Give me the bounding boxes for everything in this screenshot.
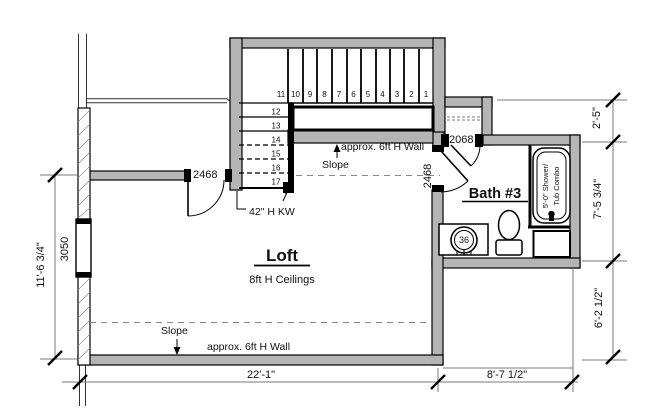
stair-number: 4	[380, 90, 385, 99]
linen-cabinet	[532, 230, 571, 258]
stair-number: 10	[291, 90, 300, 99]
window-3050	[75, 218, 92, 278]
walls	[77, 37, 581, 366]
bath-door-label: 2468	[422, 164, 434, 188]
stair-top-wall	[229, 37, 446, 49]
tub-faucet-icon	[548, 210, 555, 218]
stair-number: 12	[272, 108, 281, 117]
slope-top-label: Slope	[322, 159, 349, 171]
loft-entry-door	[187, 179, 225, 217]
toilet	[495, 209, 523, 256]
closet-shelf	[447, 116, 480, 121]
stair-number: 6	[351, 90, 356, 99]
stair-number: 13	[272, 122, 281, 131]
bath-door	[440, 150, 469, 193]
vanity-sink: 36	[438, 223, 489, 256]
stair-number: 15	[272, 150, 281, 159]
slope-marks	[90, 144, 440, 355]
doors	[187, 144, 481, 217]
upper-run-treads	[287, 49, 420, 103]
stair-number: 16	[272, 164, 281, 173]
bath-fixtures: 5'-0" Shower/ Tub Combo 36	[438, 145, 571, 258]
wall-hatch	[77, 109, 91, 361]
left-exterior-wall	[77, 107, 91, 366]
slope-bottom-label: Slope	[161, 325, 188, 337]
bath-title: Bath #3	[469, 186, 521, 202]
loft-bottom-wall	[77, 354, 444, 366]
knee-wall-label: 42" H KW	[249, 206, 295, 218]
window-label: 3050	[59, 237, 71, 261]
closet-door-label: 2068	[449, 134, 473, 146]
stair-number: 7	[337, 90, 342, 99]
stair-left-wall	[229, 37, 243, 191]
right-exterior-wall	[569, 134, 581, 269]
wall-top-label: approx. 6ft H Wall	[341, 141, 424, 153]
dim-right-mid: 7'-5 3/4"	[592, 179, 604, 219]
stair-number: 9	[308, 90, 313, 99]
tub-label-line1: 5'-0" Shower/	[541, 163, 550, 208]
stair-number: 2	[409, 90, 414, 99]
vanity-size-label: 36	[459, 235, 469, 245]
wall-bottom-label: approx. 6ft H Wall	[207, 341, 290, 353]
loft-title: Loft	[266, 246, 298, 265]
lower-run-treads	[239, 102, 294, 189]
bathtub: 5'-0" Shower/ Tub Combo	[532, 147, 571, 224]
knee-wall-leader	[236, 183, 293, 210]
closet-door	[450, 144, 481, 167]
stair-number: 14	[272, 136, 281, 145]
stair-number: 11	[277, 90, 286, 99]
slope-bottom-arrow-icon	[173, 339, 181, 355]
stair-number: 3	[395, 90, 400, 99]
dim-right-bottom: 6'-2 1/2"	[593, 288, 605, 328]
dim-bottom-left: 22'-1"	[247, 369, 275, 381]
bath-bottom-wall	[431, 257, 581, 269]
loft-entry-wall	[87, 170, 186, 181]
stairs: 11 10 9 8 7 6 5 4 3 2 1 12 13 14 15 16 1…	[239, 49, 435, 190]
dim-bottom-right: 8'-7 1/2"	[487, 369, 527, 381]
wall-top-arrow-icon	[333, 144, 341, 158]
stair-open-shaft	[291, 105, 435, 132]
loft-subtitle: 8ft H Ceilings	[249, 274, 315, 286]
stair-right-wall	[432, 37, 446, 146]
loft-door-label: 2468	[193, 169, 217, 181]
stair-knee-wall	[288, 103, 294, 190]
bath-top-wall	[482, 134, 581, 146]
tub-label-line2: Tub Combo	[552, 167, 561, 206]
dimension-ticks	[47, 92, 621, 390]
dim-left: 11'-6 3/4"	[35, 242, 47, 288]
loft-right-wall	[431, 189, 444, 366]
stair-number: 8	[322, 90, 327, 99]
stair-number: 17	[272, 178, 281, 187]
stair-numbers: 11 10 9 8 7 6 5 4 3 2 1 12 13 14 15 16 1…	[272, 90, 429, 187]
dim-right-top: 2'-5"	[591, 107, 603, 129]
stair-number: 5	[366, 90, 371, 99]
stair-number: 1	[424, 90, 429, 99]
